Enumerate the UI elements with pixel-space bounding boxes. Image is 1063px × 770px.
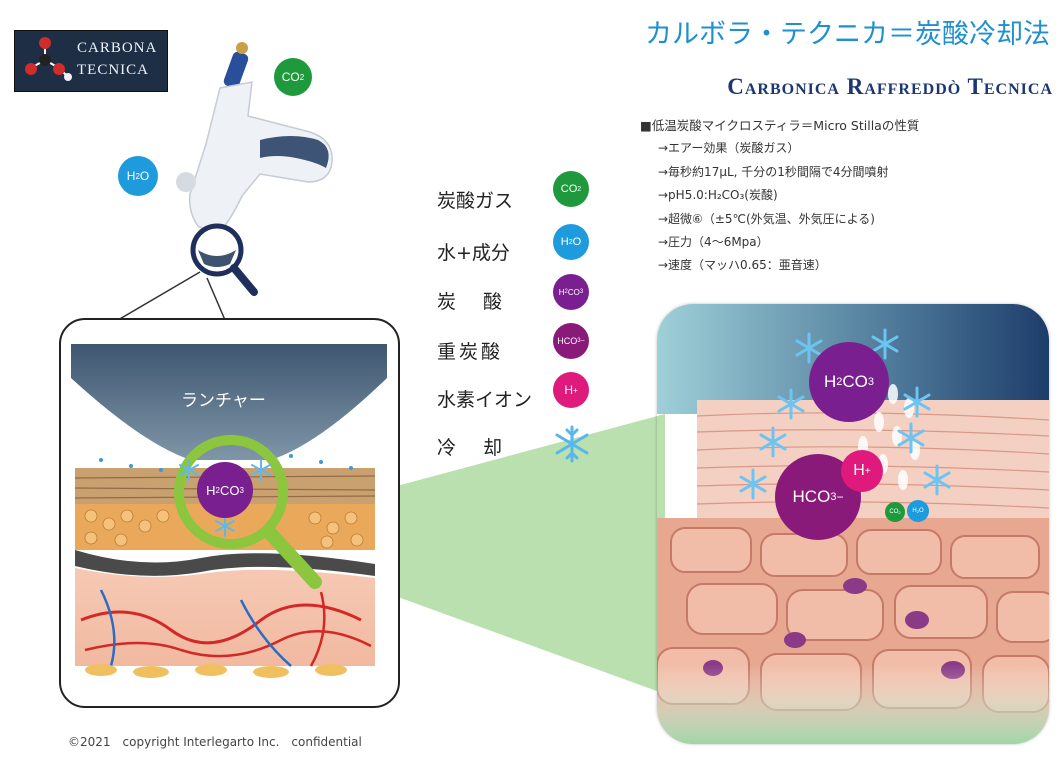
property-item: →速度（マッハ0.65：亜音速） (658, 258, 827, 273)
launcher-label: ランチャー (181, 391, 266, 411)
h2o-subscript: 2 (135, 171, 140, 181)
legend-label-bicarbonate: 重炭酸 (437, 341, 504, 363)
property-item: →毎秒約17μL, 千分の1秒間隔で4分間噴射 (658, 164, 889, 179)
h2o-tail: O (139, 169, 150, 183)
legend-hplus-sup: + (573, 385, 578, 395)
legend-h2co3-tail: CO (567, 287, 580, 297)
h2co3-sub: 2 (215, 485, 220, 495)
property-item: →超微⑥（±5℃(外気温、外気圧による) (658, 211, 875, 226)
legend-co2-text: CO (560, 183, 578, 195)
legend-h2o-sub: 2 (568, 238, 573, 246)
legend-hco3-sup: − (580, 337, 585, 345)
r-h2co3-co: CO (842, 372, 868, 391)
legend-h2co3-sub2: 3 (579, 289, 584, 295)
legend-label-co2: 炭酸ガス (437, 190, 514, 212)
legend-hco3-sub: 3 (577, 338, 581, 344)
r-h2co3-sub: 2 (836, 376, 843, 388)
legend-hplus-text: H (564, 383, 573, 397)
co2-subscript: 2 (299, 72, 305, 82)
properties-list: ■低温炭酸マイクロスティラ＝Micro Stillaの性質 →エアー効果（炭酸ガ… (640, 114, 1040, 278)
legend-h2o-tail: O (572, 236, 582, 248)
property-item: →エアー効果（炭酸ガス） (658, 141, 800, 156)
legend-co2-sub: 2 (577, 185, 582, 193)
legend-h2co3-text: H (558, 287, 565, 297)
r-hco3-sup: − (836, 490, 844, 504)
legend-hplus-icon: H+ (553, 372, 589, 408)
r-hplus-text: H (853, 462, 865, 479)
legend-h2o-text: H (560, 236, 569, 248)
r-co2-sub: 2 (898, 509, 901, 515)
legend-hco3-text: HCO (557, 336, 578, 346)
h2co3-h: H (206, 482, 216, 498)
co2-label: CO (281, 70, 300, 84)
snowflake-icon (555, 425, 589, 463)
r-hco3-text: HCO (792, 487, 831, 506)
r-co2-text: CO (889, 509, 899, 515)
hplus-molecule-icon: H+ (841, 450, 883, 492)
logo-line2: TECNICA (77, 62, 149, 78)
legend-h2co3-sub: 2 (564, 289, 568, 295)
property-item: →pH5.0:H₂CO₃(炭酸) (658, 188, 778, 203)
legend-label-water: 水+成分 (437, 242, 510, 264)
r-hco3-sub: 3 (830, 491, 837, 503)
r-h2o-sub: 2 (916, 508, 919, 514)
r-h2co3-sub2: 3 (867, 376, 875, 388)
r-h2o-text: H (912, 508, 917, 514)
h2o-label: H (126, 169, 136, 183)
legend-label-cooling: 冷 却 (437, 437, 507, 459)
legend-label-carbonic-acid: 炭 酸 (437, 291, 507, 313)
page-title-japanese: カルボラ・テクニカ＝炭酸冷却法 (645, 19, 1050, 50)
r-h2o-o: O (918, 508, 924, 514)
molecule-logo-icon (25, 37, 72, 81)
h2co3-sub2: 3 (239, 485, 244, 495)
brand-logo: CARBONA TECNICA (14, 30, 168, 92)
launcher-device-illustration (176, 42, 333, 296)
r-hplus-sup: + (864, 465, 871, 477)
properties-heading: ■低温炭酸マイクロスティラ＝Micro Stillaの性質 (640, 118, 920, 133)
page-title-english: Carbonica Raffreddò Tecnica (727, 74, 1053, 99)
h2co3-co: CO (219, 482, 240, 498)
legend-label-hydrogen-ion: 水素イオン (437, 389, 533, 411)
r-h2co3-h: H (823, 372, 837, 391)
logo-line1: CARBONA (77, 40, 158, 56)
property-item: →圧力（4～6Mpa） (658, 235, 769, 250)
copyright-footer: ©2021 copyright Interlegarto Inc. confid… (68, 735, 362, 749)
